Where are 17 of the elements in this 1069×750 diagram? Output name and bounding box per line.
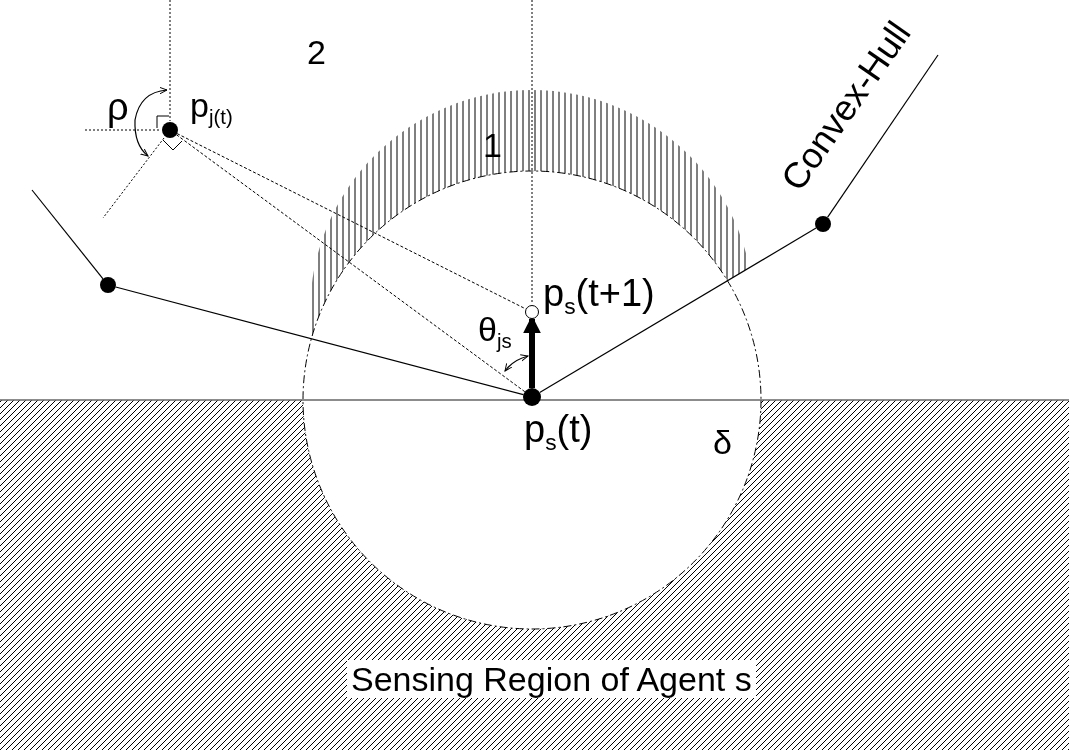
hull-line	[31, 189, 104, 280]
point-label: p$_{j(t)}$	[190, 88, 233, 128]
hull-line	[539, 227, 817, 393]
region-number: 2	[307, 35, 326, 69]
hull-line	[826, 54, 939, 218]
region-number: 1	[483, 128, 502, 162]
point-marker	[815, 216, 831, 232]
angle-symbol: ρ	[107, 88, 129, 126]
angle-symbol: θ$_{js}$	[478, 312, 512, 352]
sight-line	[176, 133, 527, 310]
region-label: Sensing Region of Agent s	[347, 660, 756, 698]
sight-line	[175, 134, 526, 393]
hull-line	[115, 286, 524, 396]
point-label: p$_{s}$(t+1)	[543, 274, 655, 318]
angle-symbol: δ	[713, 425, 732, 459]
point-label: p$_{s}$(t)	[524, 410, 593, 454]
point-marker	[100, 277, 116, 293]
